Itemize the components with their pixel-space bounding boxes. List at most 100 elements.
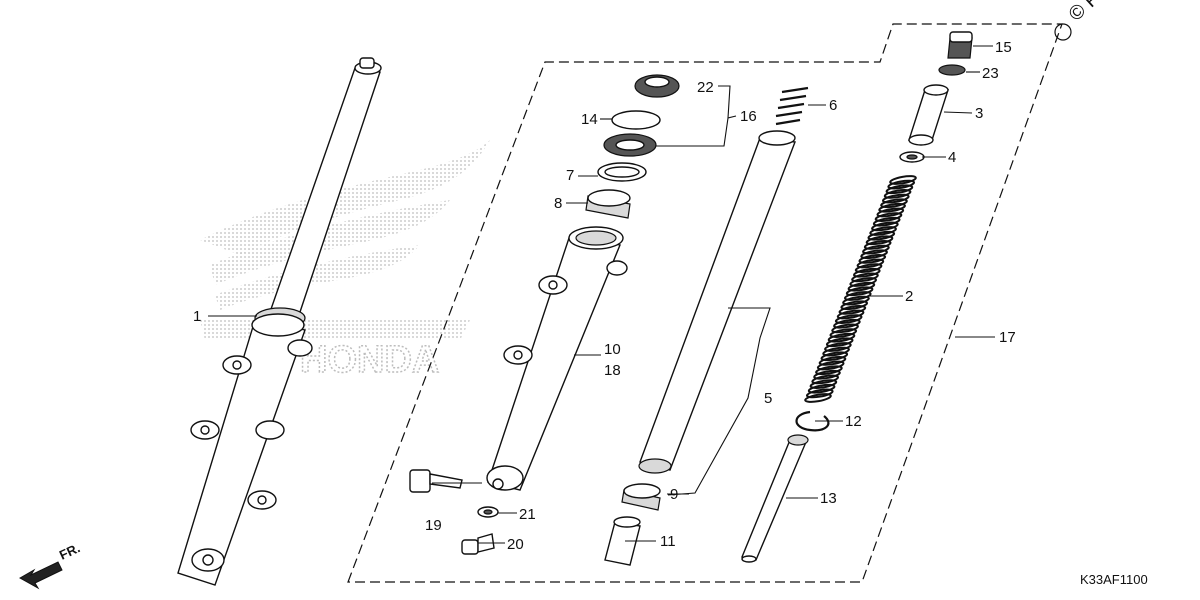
- slider-bush: [621, 483, 661, 511]
- spring-coil: [820, 351, 849, 362]
- label-21: 21: [519, 506, 536, 523]
- spring-coil: [824, 342, 852, 352]
- label-18: 18: [604, 362, 621, 379]
- part-number-labels: 1 2 3 4 5 6 7 8 9 10 11 12 13 14 15 16 1…: [193, 39, 1016, 553]
- spring-coil: [838, 305, 867, 315]
- outer-slider: [486, 226, 628, 491]
- spring-coil: [847, 281, 876, 292]
- label-23: 23: [982, 65, 999, 82]
- spring-coil: [811, 374, 840, 385]
- spring-coil: [834, 314, 863, 324]
- spring-coil: [871, 221, 899, 232]
- spring-coil: [836, 309, 865, 320]
- label-11: 11: [660, 533, 676, 550]
- spring-coil: [887, 179, 916, 190]
- label-20: 20: [507, 536, 524, 553]
- spring-coil: [816, 360, 845, 371]
- o-ring: [938, 64, 966, 76]
- front-direction-label: FR.: [57, 540, 82, 562]
- fork-bolt: [947, 31, 973, 59]
- label-9: 9: [670, 486, 678, 503]
- spring-coil: [840, 300, 869, 311]
- diagram-code: K33AF1100: [1080, 572, 1148, 587]
- label-14: 14: [581, 111, 598, 128]
- honda-wing-logo: HONDA: [200, 140, 490, 382]
- spring-coil: [813, 369, 841, 380]
- guide-bush: [585, 189, 631, 219]
- spring-coil: [851, 272, 879, 283]
- kit-outline: [347, 23, 1063, 583]
- circlip: [795, 410, 830, 432]
- drain-bolt: [461, 533, 495, 555]
- fork-spring: [804, 175, 917, 403]
- label-13: 13: [820, 490, 837, 507]
- rebound-spring: [775, 86, 809, 126]
- label-6: 6: [829, 97, 837, 114]
- damper-rod: [741, 434, 809, 563]
- spring-coil: [852, 267, 881, 278]
- label-16: 16: [740, 108, 757, 125]
- spring-coil: [858, 254, 887, 264]
- label-2: 2: [905, 288, 913, 305]
- label-1: 1: [193, 308, 201, 325]
- label-19: 19: [425, 517, 442, 534]
- copyright-watermark: © Pa: [1054, 0, 1114, 41]
- label-7: 7: [566, 167, 574, 184]
- spring-coil: [880, 198, 908, 209]
- sealing-washer: [477, 506, 499, 518]
- stop-ring: [611, 110, 661, 130]
- spring-coil: [862, 244, 890, 255]
- leader-lines: [208, 45, 995, 544]
- spring-coil: [843, 291, 872, 301]
- svg-text:HONDA: HONDA: [300, 339, 439, 381]
- spring-coil: [807, 383, 836, 394]
- front-direction-arrow: FR.: [18, 540, 82, 590]
- oil-seal: [603, 133, 657, 157]
- dust-seal: [634, 74, 680, 98]
- label-15: 15: [995, 39, 1012, 56]
- spring-coil: [876, 207, 905, 218]
- spring-coil: [881, 193, 910, 204]
- socket-bolt: [409, 469, 463, 493]
- inner-tube: [638, 130, 796, 474]
- spring-coil: [833, 318, 861, 329]
- spring-coil: [822, 346, 850, 357]
- spring-coil: [865, 235, 894, 246]
- spring-coil: [863, 240, 892, 250]
- spring-coil: [878, 202, 906, 213]
- spring-coil: [869, 226, 897, 236]
- spring-coil: [805, 388, 834, 399]
- label-10: 10: [604, 341, 621, 358]
- label-3: 3: [975, 105, 983, 122]
- spring-coil: [815, 365, 843, 376]
- label-8: 8: [554, 195, 562, 212]
- label-22: 22: [697, 79, 714, 96]
- spring-coil: [856, 258, 885, 269]
- spring-coil: [818, 356, 847, 366]
- spring-coil: [825, 337, 854, 348]
- spring-coil: [872, 216, 901, 227]
- spring-coil: [874, 212, 903, 222]
- oil-lock-piece: [604, 516, 641, 566]
- label-12: 12: [845, 413, 862, 430]
- spring-coil: [854, 263, 883, 273]
- fork-assembly: [177, 57, 382, 586]
- spring-coil: [860, 249, 888, 260]
- label-17: 17: [999, 329, 1016, 346]
- svg-text:© Pa: © Pa: [1065, 0, 1114, 26]
- spacer: [908, 84, 949, 146]
- spring-coil: [831, 323, 859, 334]
- spring-coil: [867, 230, 896, 241]
- spring-coil: [829, 328, 858, 338]
- spring-coil: [804, 393, 832, 403]
- label-5: 5: [764, 390, 772, 407]
- spring-coil: [849, 277, 878, 287]
- spring-coil: [885, 184, 914, 195]
- spring-coil: [809, 379, 838, 389]
- label-4: 4: [948, 149, 956, 166]
- spring-coil: [842, 295, 870, 306]
- spring-coil: [889, 175, 917, 185]
- spring-coil: [845, 286, 874, 297]
- spring-coil: [883, 189, 912, 199]
